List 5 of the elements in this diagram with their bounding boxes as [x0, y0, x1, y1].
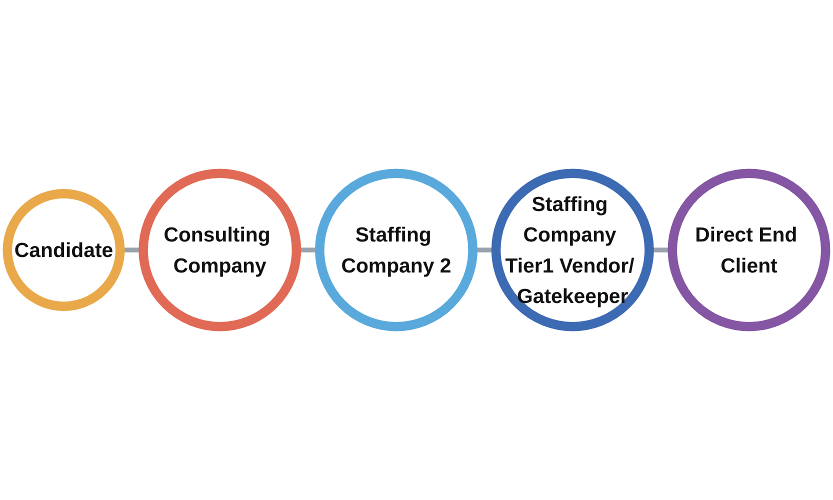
node-circle: Staffing Company Tier1 Vendor/ Gatekeeper: [491, 168, 654, 332]
node-circle: Candidate: [2, 189, 125, 311]
node-circle: Consulting Company: [138, 168, 302, 332]
node-circle: Direct End Client: [668, 168, 830, 332]
node-circle: Staffing Company 2: [315, 168, 478, 332]
